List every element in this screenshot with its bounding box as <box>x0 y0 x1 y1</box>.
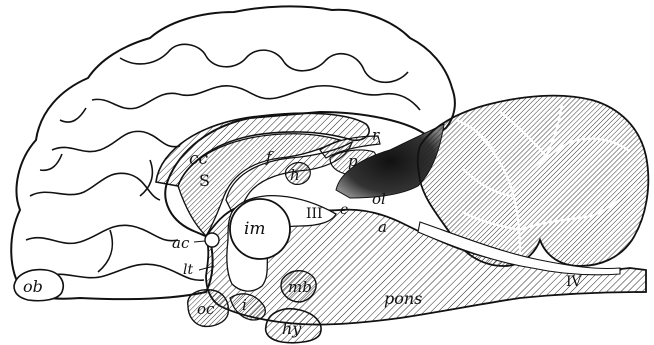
label-mb: mb <box>288 278 312 296</box>
label-IV: IV <box>566 274 583 290</box>
label-h: h <box>290 166 300 184</box>
label-III: III <box>306 206 323 222</box>
label-hy: hy <box>282 319 302 338</box>
label-p: p <box>348 152 358 170</box>
label-ob: ob <box>23 277 43 296</box>
anterior-commissure-marker <box>205 233 219 247</box>
label-a: a <box>378 218 387 236</box>
label-S: S <box>199 171 210 190</box>
label-ac: ac <box>172 234 190 252</box>
label-i: i <box>242 296 247 314</box>
label-ol: ol <box>372 190 386 208</box>
label-pons: pons <box>384 289 422 308</box>
label-oc: oc <box>197 300 215 318</box>
label-lt: lt <box>183 262 193 278</box>
label-e: e <box>340 202 348 218</box>
label-cc: cc <box>189 149 209 169</box>
label-r: r <box>372 126 380 144</box>
label-im: im <box>244 219 266 239</box>
